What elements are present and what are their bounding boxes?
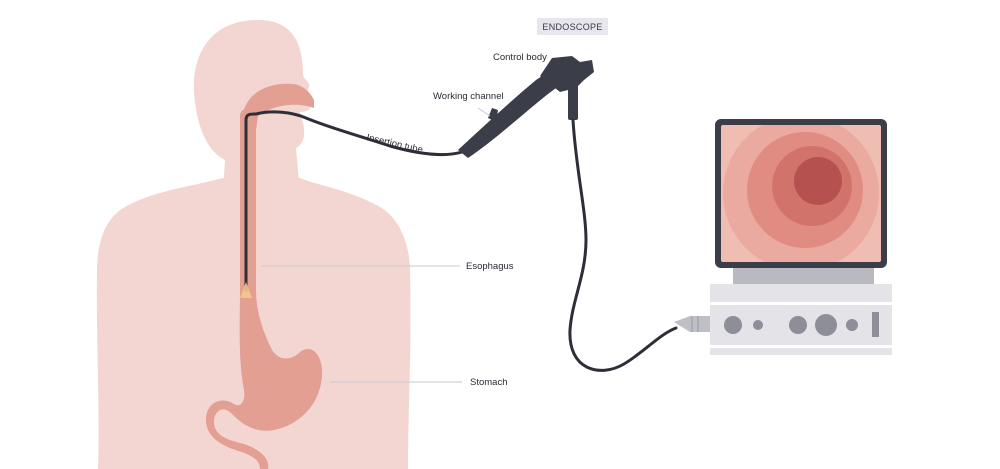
console-knob xyxy=(789,316,807,334)
label-control-body: Control body xyxy=(493,52,547,63)
console-top xyxy=(710,284,892,302)
umbilical-cord xyxy=(568,118,678,372)
monitor-stand xyxy=(733,268,874,284)
console-knob xyxy=(815,314,837,336)
esophagus-tube xyxy=(240,108,256,290)
video-processor xyxy=(710,284,892,355)
control-knobs xyxy=(540,56,594,92)
endoscope-handle xyxy=(458,56,594,158)
label-insertion-tube: Insertion tube xyxy=(365,132,424,156)
working-channel-port xyxy=(488,108,498,122)
screen-core xyxy=(794,157,842,205)
console-button xyxy=(846,319,858,331)
label-esophagus: Esophagus xyxy=(466,261,514,272)
console-knob xyxy=(724,316,742,334)
handle-body xyxy=(458,74,556,158)
monitor xyxy=(715,119,887,284)
label-working-channel: Working channel xyxy=(433,91,504,102)
endoscope-light xyxy=(240,282,252,298)
console-base xyxy=(710,348,892,355)
console-slot xyxy=(872,312,879,337)
stomach-organ xyxy=(206,290,323,469)
oral-cavity xyxy=(244,83,314,130)
digestive-tract xyxy=(206,83,323,469)
insertion-tube-inner xyxy=(244,110,464,292)
leader-lines xyxy=(262,107,491,383)
label-stomach: Stomach xyxy=(470,377,508,388)
leader-working-channel xyxy=(477,107,491,117)
console-plug xyxy=(674,316,710,332)
umbilical-connector xyxy=(568,84,578,120)
console-button xyxy=(753,320,763,330)
diagram-title: ENDOSCOPE xyxy=(537,18,608,35)
